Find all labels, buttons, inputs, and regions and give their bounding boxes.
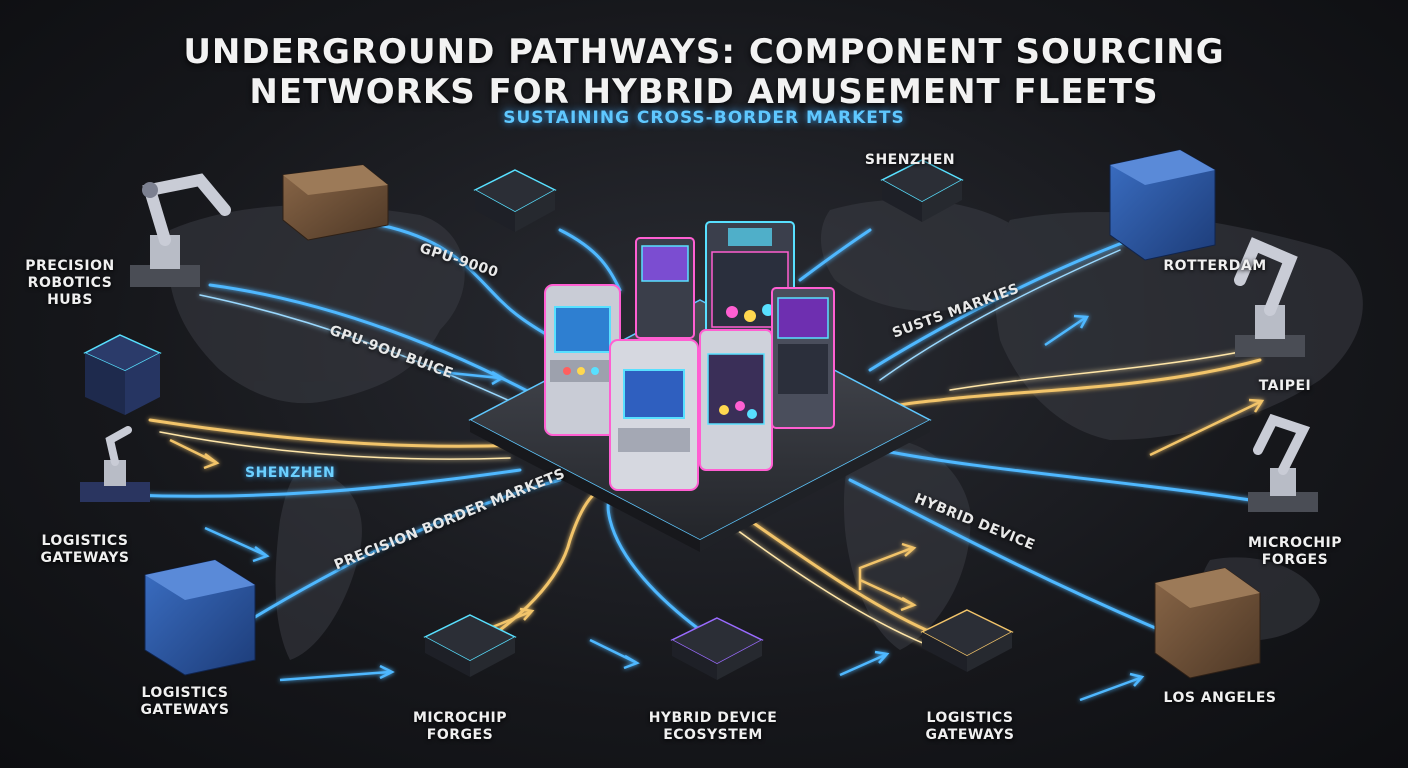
arrow-icon (169, 438, 220, 470)
route-la-to-hub (848, 478, 1162, 632)
robot-arm-icon (1248, 413, 1318, 512)
world-map-background (168, 199, 1363, 660)
arrow-icon (589, 638, 640, 670)
arrow-icon (839, 650, 890, 677)
route-container-to-hub (378, 223, 557, 342)
arcade-cabinet-icon (544, 284, 621, 436)
continent-europe (820, 199, 1022, 311)
node-label-shenzhen-top: SHENZHEN (864, 152, 956, 168)
continent-africa (843, 438, 971, 650)
microchip-icon (880, 159, 964, 222)
page-subtitle: SUSTAINING CROSS-BORDER MARKETS (503, 108, 905, 128)
route-chip-to-hub (558, 228, 622, 292)
microchip-icon (473, 169, 557, 232)
shipping-container-icon (144, 559, 256, 676)
arrow-icon (279, 664, 395, 682)
route-chip-bottom-to-hub (468, 488, 602, 652)
route-forges-right-to-hub (878, 448, 1252, 502)
arcade-cluster (544, 221, 835, 491)
routes (128, 223, 1262, 652)
shipping-container-icon (1109, 149, 1216, 261)
arrow-icon (439, 370, 505, 386)
shipping-container-icon (1154, 567, 1261, 679)
node-label-logistics-gateways-left: LOGISTICS GATEWAYS (40, 533, 130, 566)
node-label-taipei: TAIPEI (1258, 378, 1312, 394)
route-robotics-to-hub-2 (199, 294, 531, 411)
route-logistics-left-to-hub (128, 468, 522, 498)
route-taipei-to-hub (878, 358, 1262, 412)
node-label-microchip-forges-bottom: MICROCHIP FORGES (412, 710, 508, 743)
node-label-logistics-gateways-bottom-left: LOGISTICS GATEWAYS (140, 685, 230, 718)
claw-machine-icon (699, 329, 773, 471)
shipping-container-icon (282, 164, 389, 241)
claw-machine-icon (771, 287, 835, 429)
continent-south-america (275, 470, 362, 660)
arcade-cabinet-icon (635, 237, 695, 339)
robot-arm-icon (80, 426, 150, 502)
route-servers-to-hub-2 (159, 431, 511, 460)
route-shenzhen-to-hub (798, 228, 872, 282)
route-servers-to-hub (148, 418, 522, 448)
continent-north-america (168, 205, 465, 404)
page-title-line-2: NETWORKS FOR HYBRID AMUSEMENT FLEETS (249, 72, 1159, 112)
arcade-cabinet-icon (609, 339, 699, 491)
node-label-precision-robotics-hubs: PRECISION ROBOTICS HUBS (25, 258, 115, 308)
arrow-icon (858, 542, 917, 590)
arrow-icon (204, 526, 270, 563)
route-arrows (169, 314, 1265, 702)
route-label-shenzhen: SHENZHEN (245, 465, 336, 481)
page-title-line-1: UNDERGROUND PATHWAYS: COMPONENT SOURCING (183, 32, 1225, 72)
node-label-rotterdam: ROTTERDAM (1163, 258, 1267, 274)
route-rotterdam-to-hub (868, 238, 1132, 372)
arrow-icon (1079, 672, 1145, 702)
microchip-icon (920, 609, 1014, 672)
node-label-los-angeles: LOS ANGELES (1163, 690, 1277, 706)
node-label-hybrid-device-ecosystem: HYBRID DEVICE ECOSYSTEM (648, 710, 778, 743)
arrow-icon (1044, 314, 1090, 347)
robot-arm-icon (130, 173, 231, 287)
arrow-icon (859, 578, 917, 612)
route-container-left-to-hub (248, 478, 562, 622)
server-stack-icon (83, 334, 162, 415)
route-rotterdam-to-hub-2 (879, 249, 1121, 381)
microchip-icon (670, 617, 764, 680)
node-label-microchip-forges-right: MICROCHIP FORGES (1247, 535, 1343, 568)
arrow-icon (1149, 398, 1265, 457)
robot-arm-icon (1234, 237, 1305, 357)
route-taipei-to-hub-2 (949, 349, 1251, 391)
microchip-icon (423, 614, 517, 677)
node-label-logistics-gateways-bottom-right: LOGISTICS GATEWAYS (925, 710, 1015, 743)
continent-asia (994, 211, 1363, 440)
